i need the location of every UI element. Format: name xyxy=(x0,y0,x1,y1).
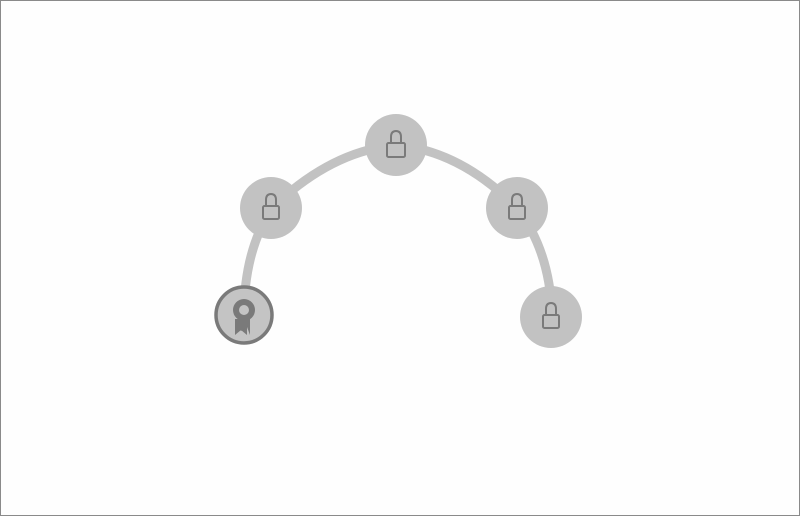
lock-icon xyxy=(262,192,280,220)
lock-icon xyxy=(542,301,560,329)
lock-icon xyxy=(386,129,406,158)
milestone-4-node[interactable] xyxy=(486,177,548,239)
milestone-1-node[interactable] xyxy=(214,285,274,345)
milestone-5-node[interactable] xyxy=(520,286,582,348)
milestone-2-node[interactable] xyxy=(240,177,302,239)
lock-icon xyxy=(508,192,526,220)
milestone-3-node[interactable] xyxy=(365,114,427,176)
award-badge-icon xyxy=(233,299,255,335)
